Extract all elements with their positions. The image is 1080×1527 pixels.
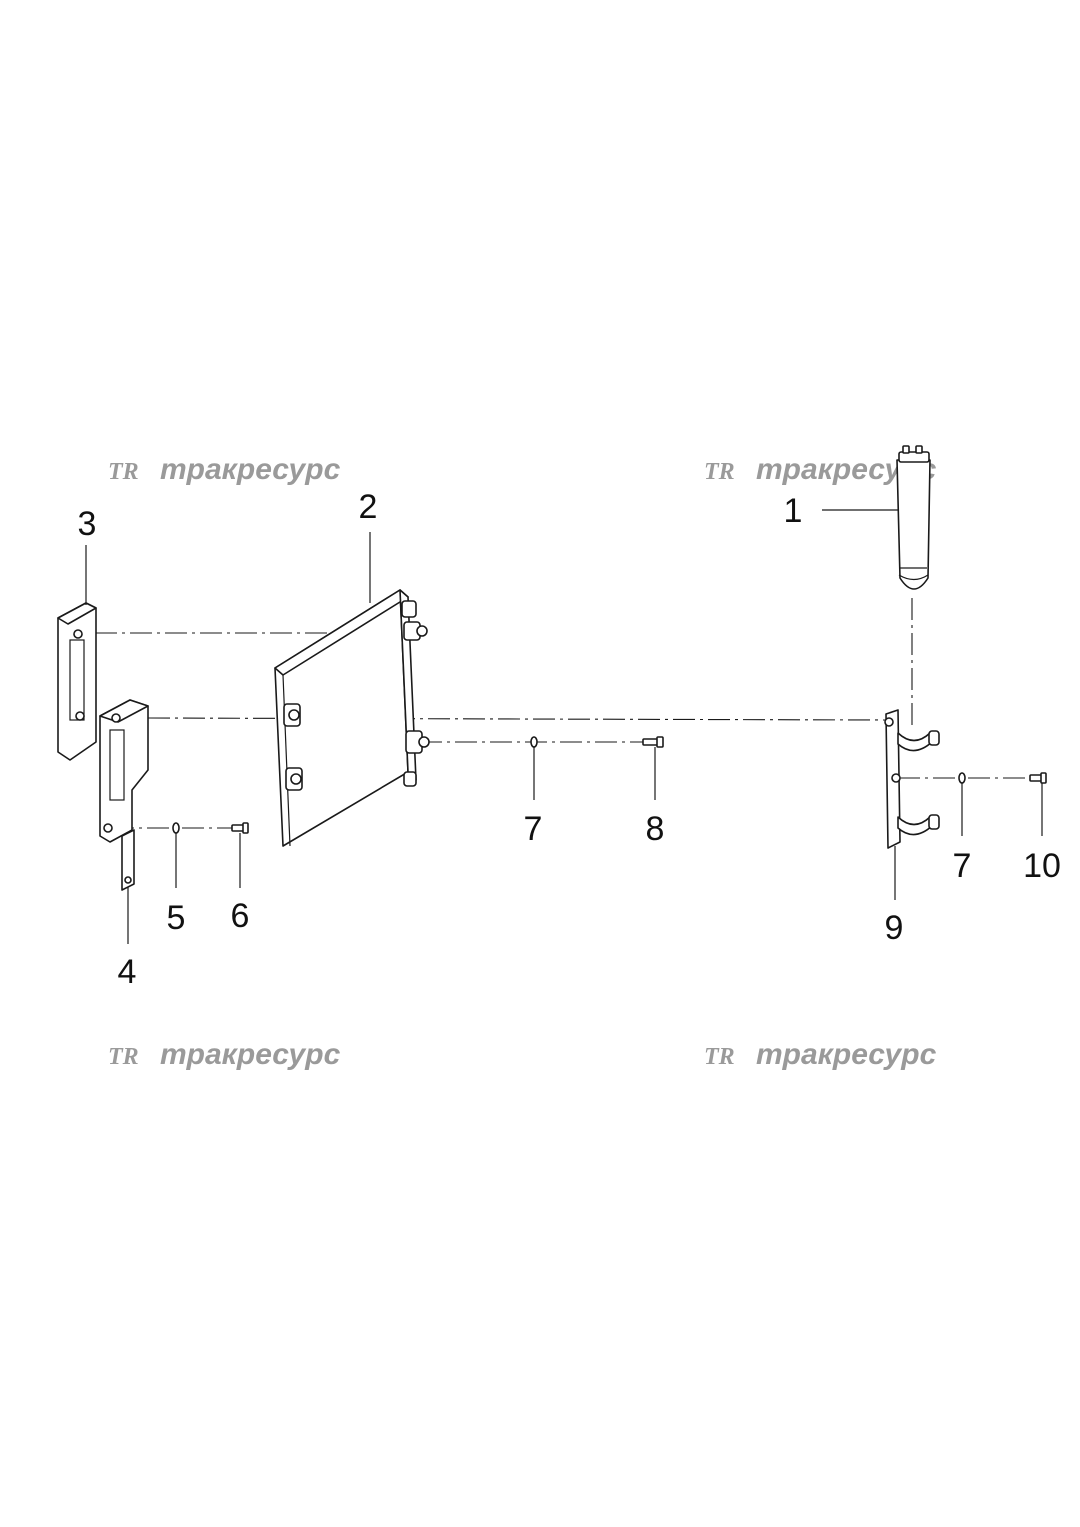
callout-8: 8	[646, 810, 665, 848]
condenser-lug-left-upper	[283, 703, 301, 727]
condenser-frame-line	[282, 674, 291, 847]
watermark-bottom-right: TR тракресурс	[704, 1038, 937, 1071]
callout-1: 1	[784, 492, 803, 530]
receiver-drier-body	[896, 459, 931, 590]
watermark-label: тракресурс	[160, 453, 341, 486]
bracket-upper	[57, 602, 97, 761]
watermark-label: тракресурс	[756, 1038, 937, 1071]
condenser-lug-left-lower	[285, 767, 303, 791]
condenser-lug-top-right	[401, 600, 428, 641]
callout-9: 9	[885, 909, 904, 947]
bracket-lower-tab	[121, 829, 135, 891]
watermark-logo: TR	[108, 1044, 139, 1070]
condenser-lug-mid-right	[405, 730, 430, 754]
callout-2: 2	[359, 488, 378, 526]
condenser-lug-bottom-right	[403, 771, 417, 787]
bolt-8	[642, 736, 664, 748]
drier-clamp-upper	[897, 730, 940, 752]
callout-5: 5	[167, 899, 186, 937]
washer-7-center	[530, 736, 538, 748]
watermark-logo: TR	[108, 459, 139, 485]
leader-lines	[85, 509, 1043, 944]
axis-main	[147, 717, 886, 721]
watermark-logo: TR	[704, 1044, 735, 1070]
callout-4: 4	[118, 953, 137, 991]
bolt-10	[1029, 772, 1047, 784]
bracket-lower-slot	[109, 729, 125, 801]
bracket-upper-flange	[57, 602, 97, 625]
bracket-lower	[99, 699, 149, 891]
bolt-6	[231, 822, 249, 834]
washer-7-right	[958, 772, 966, 784]
watermark-logo: TR	[704, 459, 735, 485]
bracket-upper-body	[57, 602, 97, 761]
callout-7-right: 7	[953, 847, 972, 885]
watermark-bottom-left: TR тракресурс	[108, 1038, 341, 1071]
callout-6: 6	[231, 897, 250, 935]
callout-3: 3	[78, 505, 97, 543]
drier-bracket	[884, 709, 940, 849]
callout-10: 10	[1023, 847, 1061, 885]
receiver-drier	[896, 445, 931, 590]
condenser	[274, 589, 430, 847]
watermark-top-left: TR тракресурс	[108, 453, 341, 486]
callouts: 1 2 3 4 5 6 7 8 7 10 9	[78, 488, 1061, 991]
washer-5	[172, 822, 180, 834]
callout-7-center: 7	[524, 810, 543, 848]
watermark-label: тракресурс	[160, 1038, 341, 1071]
bracket-upper-slot	[69, 639, 85, 721]
receiver-drier-cap	[898, 451, 930, 463]
drier-clamp-lower	[897, 814, 940, 836]
